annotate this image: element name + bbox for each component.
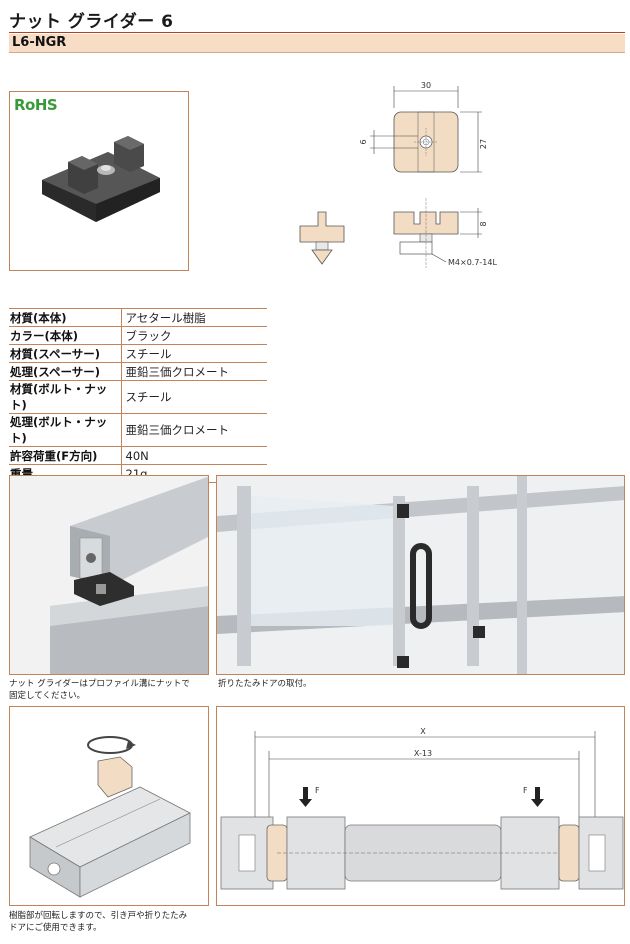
title-rule xyxy=(9,32,625,33)
dim-slot: 6 xyxy=(359,139,368,144)
table-row: 材質(スペーサー)スチール xyxy=(9,344,267,363)
table-row: 処理(スペーサー)亜鉛三価クロメート xyxy=(9,362,267,381)
profile-caption: ナット グライダーはプロファイル溝にナットで 固定してください。 xyxy=(9,679,190,701)
thread-spec: M4×0.7-14L xyxy=(448,258,497,267)
profile-mount-photo xyxy=(9,475,209,675)
force-left: F xyxy=(315,786,320,795)
force-right: F xyxy=(523,786,528,795)
rotation-illustration xyxy=(10,707,208,905)
table-row: 材質(本体)アセタール樹脂 xyxy=(9,308,267,327)
rohs-badge: RoHS xyxy=(14,96,58,114)
dim-x13: X-13 xyxy=(414,749,432,758)
assembly-diagram-box: X X-13 F F xyxy=(216,706,625,906)
table-row: 材質(ボルト・ナット)スチール xyxy=(9,380,267,414)
rotation-caption: 樹脂部が回転しますので、引き戸や折りたたみ ドアにご使用できます。 xyxy=(9,911,188,933)
dim-width: 30 xyxy=(421,81,431,90)
table-row: 処理(ボルト・ナット)亜鉛三価クロメート xyxy=(9,413,267,447)
product-photo xyxy=(42,136,160,222)
product-code: L6-NGR xyxy=(12,35,67,50)
spec-table: 材質(本体)アセタール樹脂 カラー(本体)ブラック 材質(スペーサー)スチール … xyxy=(9,308,267,483)
table-row: 許容荷重(F方向)40N xyxy=(9,446,267,465)
product-code-bar: L6-NGR xyxy=(9,34,625,53)
table-row: カラー(本体)ブラック xyxy=(9,326,267,345)
technical-drawing: 30 27 6 8 M4×0.7-14L xyxy=(299,81,497,268)
rotation-photo xyxy=(9,706,209,906)
product-photo-box: RoHS xyxy=(9,91,189,271)
dim-depth: 8 xyxy=(479,221,488,226)
assembly-diagram: X X-13 F F xyxy=(217,707,624,905)
folding-door-illustration xyxy=(217,476,624,674)
door-caption: 折りたたみドアの取付。 xyxy=(218,679,312,689)
profile-mount-illustration xyxy=(10,476,208,674)
dim-height: 27 xyxy=(479,139,488,149)
folding-door-photo xyxy=(216,475,625,675)
page-title: ナット グライダー 6 xyxy=(9,12,174,32)
dim-x: X xyxy=(420,727,426,736)
